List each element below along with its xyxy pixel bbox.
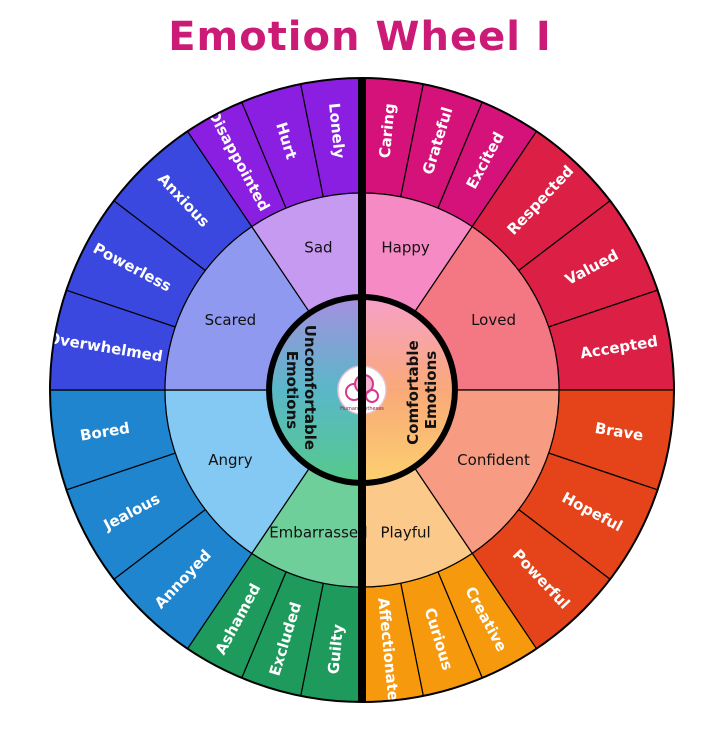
emotion-label-angry: Angry	[208, 451, 252, 469]
emotion-label-caring: Caring	[376, 102, 399, 159]
center-left-half	[266, 293, 365, 487]
emotion-label-loved: Loved	[471, 311, 516, 329]
emotion-label-confident: Confident	[457, 451, 530, 469]
emotion-label-embarrassed: Embarrassed	[269, 523, 367, 541]
page-title: Emotion Wheel I	[168, 14, 552, 60]
center-divider	[358, 78, 366, 702]
emotion-label-playful: Playful	[380, 523, 430, 541]
emotion-label-happy: Happy	[381, 239, 430, 257]
emotion-label-lonely: Lonely	[325, 102, 348, 159]
center-ring: Uncomfortable Emotions Comfortable Emoti…	[266, 293, 458, 487]
center-right-half	[359, 293, 458, 487]
emotion-label-guilty: Guilty	[324, 623, 347, 675]
emotion-label-sad: Sad	[304, 239, 332, 257]
emotion-label-scared: Scared	[205, 311, 257, 329]
uncomfortable-emotions-label: Uncomfortable Emotions	[283, 325, 319, 456]
comfortable-emotions-label: Comfortable Emotions	[404, 335, 440, 445]
